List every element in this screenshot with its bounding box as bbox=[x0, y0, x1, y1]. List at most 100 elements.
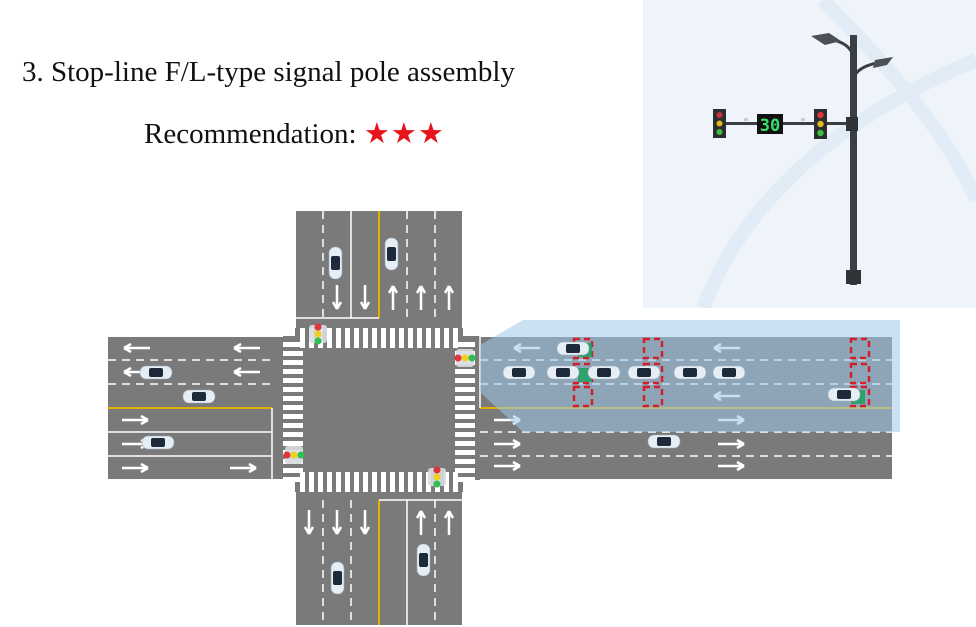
signal-light-icon bbox=[433, 466, 441, 474]
crosswalk-stripe bbox=[455, 468, 475, 473]
crosswalk-stripe bbox=[426, 328, 431, 348]
vehicles bbox=[139, 237, 861, 595]
crosswalk-stripe bbox=[283, 477, 303, 482]
up-arrow-icon bbox=[443, 510, 455, 535]
crosswalk-stripe bbox=[283, 441, 303, 446]
car-window bbox=[597, 368, 611, 377]
signal-light-icon bbox=[314, 330, 322, 338]
left-arrow-icon bbox=[123, 342, 150, 354]
crosswalk-stripe bbox=[455, 459, 475, 464]
crosswalk-stripe bbox=[354, 472, 359, 492]
crosswalk-stripe bbox=[399, 328, 404, 348]
car-window bbox=[637, 368, 651, 377]
crosswalk-stripe bbox=[417, 328, 422, 348]
signal-light-icon bbox=[314, 337, 322, 345]
detector-box bbox=[849, 362, 871, 385]
detector-box bbox=[642, 337, 664, 360]
crosswalk-stripe bbox=[381, 328, 386, 348]
crosswalk-stripe bbox=[327, 472, 332, 492]
detector-box bbox=[572, 385, 594, 408]
crosswalk-stripe bbox=[336, 472, 341, 492]
crosswalk-stripe bbox=[283, 351, 303, 356]
crosswalk-stripe bbox=[363, 472, 368, 492]
signal-light-icon bbox=[283, 451, 291, 459]
crosswalk-stripe bbox=[309, 472, 314, 492]
signal-light-icon bbox=[314, 323, 322, 331]
left-arrow-icon bbox=[233, 366, 260, 378]
star-rating-icon: ★★★ bbox=[363, 118, 445, 150]
crosswalk-stripe bbox=[455, 378, 475, 383]
car-window bbox=[683, 368, 697, 377]
right-arrow-icon bbox=[494, 460, 521, 472]
signal-light-icon bbox=[454, 354, 462, 362]
crosswalk-stripe bbox=[455, 396, 475, 401]
signal-pole-image: 30 bbox=[643, 0, 976, 308]
car-window bbox=[566, 344, 580, 353]
crosswalk-stripe bbox=[455, 414, 475, 419]
detector-box bbox=[642, 385, 664, 408]
right-arrow-icon bbox=[122, 414, 149, 426]
detector-box bbox=[849, 337, 871, 360]
down-arrow-icon bbox=[331, 510, 343, 535]
car-window bbox=[556, 368, 570, 377]
recommendation-label: Recommendation: bbox=[144, 118, 357, 150]
signal-light-icon bbox=[290, 451, 298, 459]
crosswalk-stripe bbox=[455, 432, 475, 437]
signal-pole-illustration: 30 bbox=[696, 0, 976, 308]
car-window bbox=[657, 437, 671, 446]
crosswalk-stripe bbox=[444, 472, 449, 492]
crosswalk-stripe bbox=[453, 328, 458, 348]
crosswalk-stripe bbox=[300, 328, 305, 348]
crosswalk-stripe bbox=[455, 387, 475, 392]
up-arrow-icon bbox=[415, 285, 427, 310]
signal-light-icon bbox=[433, 473, 441, 481]
countdown-display bbox=[757, 114, 783, 134]
crosswalk-stripe bbox=[363, 328, 368, 348]
recommendation: Recommendation: ★★★ bbox=[144, 116, 445, 151]
signal-light-icon bbox=[433, 480, 441, 488]
crosswalk-stripe bbox=[318, 472, 323, 492]
crosswalk-stripe bbox=[283, 369, 303, 374]
up-arrow-icon bbox=[443, 285, 455, 310]
signal-light-icon bbox=[297, 451, 305, 459]
signal-light-icon bbox=[468, 354, 476, 362]
crosswalk-stripe bbox=[408, 472, 413, 492]
crosswalk-stripe bbox=[417, 472, 422, 492]
crosswalk-stripe bbox=[327, 328, 332, 348]
left-arrow-icon bbox=[233, 342, 260, 354]
street-lamp-icon bbox=[811, 33, 841, 45]
right-arrow-icon bbox=[122, 462, 149, 474]
crosswalk-stripe bbox=[455, 441, 475, 446]
crosswalk-stripe bbox=[336, 328, 341, 348]
crosswalk-stripe bbox=[283, 414, 303, 419]
crosswalk-stripe bbox=[283, 432, 303, 437]
street-lamp-icon bbox=[873, 57, 893, 68]
crosswalk-stripe bbox=[372, 472, 377, 492]
crosswalk-stripe bbox=[399, 472, 404, 492]
countdown-value: 30 bbox=[760, 116, 780, 136]
down-arrow-icon bbox=[331, 285, 343, 310]
crosswalk-stripe bbox=[372, 328, 377, 348]
up-arrow-icon bbox=[387, 285, 399, 310]
crosswalk-stripe bbox=[455, 369, 475, 374]
signal-arm bbox=[723, 122, 858, 125]
car-window bbox=[512, 368, 526, 377]
car-window bbox=[192, 392, 206, 401]
car-window bbox=[151, 438, 165, 447]
right-arrow-icon bbox=[718, 460, 745, 472]
down-arrow-icon bbox=[303, 510, 315, 535]
crosswalk-stripe bbox=[455, 342, 475, 347]
slide-title: 3. Stop-line F/L-type signal pole assemb… bbox=[22, 56, 515, 88]
crosswalk-stripe bbox=[283, 360, 303, 365]
pole-mast bbox=[850, 35, 857, 285]
crosswalk-stripe bbox=[455, 450, 475, 455]
signal-light-icon bbox=[461, 354, 469, 362]
crosswalk-stripe bbox=[283, 468, 303, 473]
up-arrow-icon bbox=[415, 510, 427, 535]
crosswalks bbox=[283, 328, 475, 492]
crosswalk-stripe bbox=[283, 405, 303, 410]
crosswalk-stripe bbox=[455, 477, 475, 482]
crosswalk-stripe bbox=[283, 396, 303, 401]
crosswalk-stripe bbox=[455, 405, 475, 410]
right-arrow-icon bbox=[230, 462, 257, 474]
